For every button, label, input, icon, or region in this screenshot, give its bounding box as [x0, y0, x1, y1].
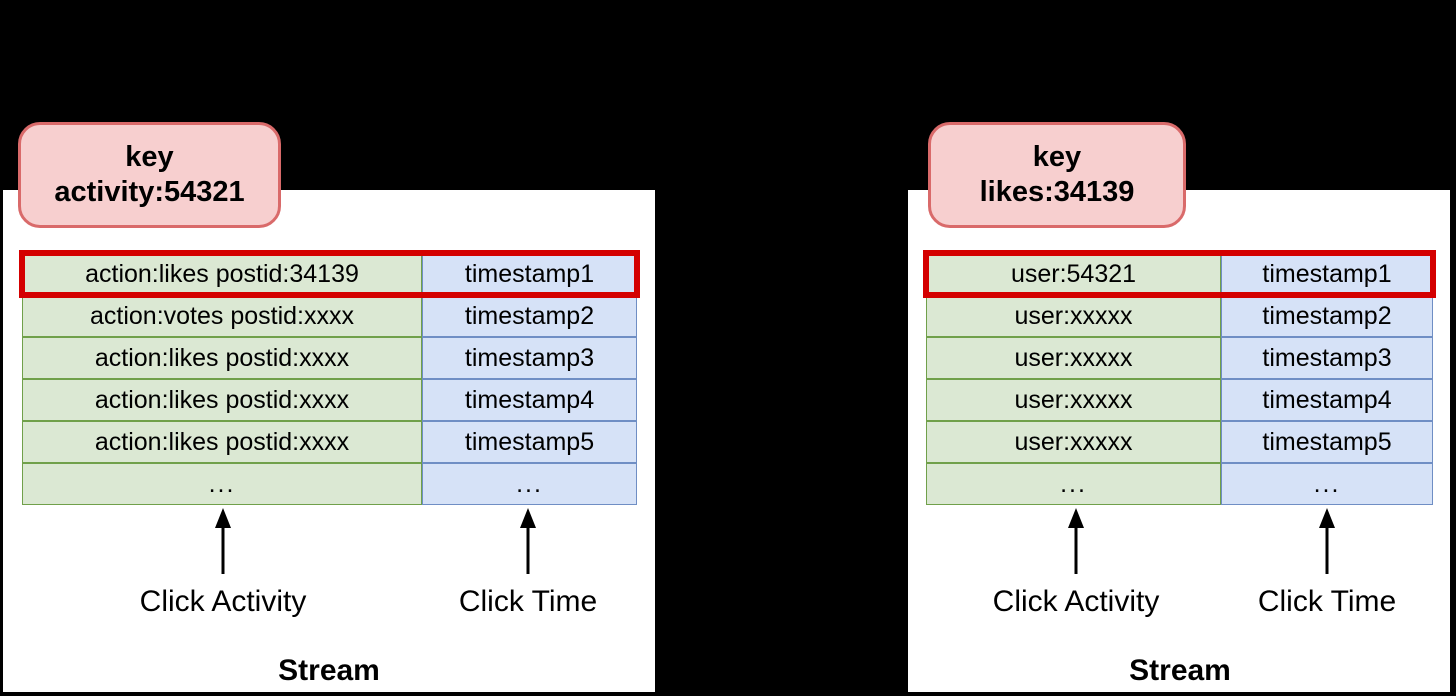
cell-click-activity: ... — [22, 463, 422, 505]
cell-click-time: timestamp1 — [422, 253, 637, 295]
key-badge-label: key — [1032, 140, 1082, 173]
table-row: user:54321 timestamp1 — [923, 250, 1436, 298]
cell-click-activity: action:likes postid:34139 — [22, 253, 422, 295]
cell-click-time: timestamp2 — [1221, 295, 1433, 337]
table-row: ... ... — [22, 463, 637, 505]
cell-click-activity: user:xxxxx — [926, 421, 1221, 463]
cell-click-activity: user:xxxxx — [926, 379, 1221, 421]
cell-click-activity: ... — [926, 463, 1221, 505]
caption-click-time-left: Click Time — [458, 585, 598, 618]
cell-click-activity: user:xxxxx — [926, 337, 1221, 379]
cell-click-time: timestamp2 — [422, 295, 637, 337]
cell-click-time: timestamp3 — [422, 337, 637, 379]
table-row: user:xxxxx timestamp3 — [926, 337, 1433, 379]
cell-click-time: ... — [1221, 463, 1433, 505]
arrow-up-icon-activity-left — [212, 508, 234, 574]
cell-click-activity: user:xxxxx — [926, 295, 1221, 337]
caption-click-time-right: Click Time — [1257, 585, 1397, 618]
table-row: user:xxxxx timestamp5 — [926, 421, 1433, 463]
cell-click-time: timestamp3 — [1221, 337, 1433, 379]
stream-label-right: Stream — [1129, 654, 1231, 687]
cell-click-activity: action:likes postid:xxxx — [22, 421, 422, 463]
key-badge-label: key — [125, 140, 174, 173]
cell-click-time: timestamp4 — [422, 379, 637, 421]
table-row: ... ... — [926, 463, 1433, 505]
table-row: action:likes postid:xxxx timestamp5 — [22, 421, 637, 463]
table-row: action:likes postid:xxxx timestamp4 — [22, 379, 637, 421]
arrow-up-icon-time-right — [1316, 508, 1338, 574]
cell-click-activity: action:votes postid:xxxx — [22, 295, 422, 337]
cell-click-activity: action:likes postid:xxxx — [22, 379, 422, 421]
cell-click-time: ... — [422, 463, 637, 505]
table-row: action:likes postid:xxxx timestamp3 — [22, 337, 637, 379]
cell-click-activity: user:54321 — [926, 253, 1221, 295]
cell-click-time: timestamp5 — [1221, 421, 1433, 463]
cell-click-activity: action:likes postid:xxxx — [22, 337, 422, 379]
arrow-up-icon-activity-right — [1065, 508, 1087, 574]
cell-click-time: timestamp1 — [1221, 253, 1433, 295]
key-badge-value: likes:34139 — [979, 176, 1135, 208]
table-row: action:likes postid:34139 timestamp1 — [19, 250, 640, 298]
stream-label-left: Stream — [278, 654, 380, 687]
key-badge-likes: key likes:34139 — [928, 122, 1186, 228]
table-row: user:xxxxx timestamp4 — [926, 379, 1433, 421]
key-badge-value: activity:54321 — [54, 176, 245, 208]
arrow-up-icon-time-left — [517, 508, 539, 574]
cell-click-time: timestamp4 — [1221, 379, 1433, 421]
caption-click-activity-right: Click Activity — [992, 585, 1160, 618]
cell-click-time: timestamp5 — [422, 421, 637, 463]
caption-click-activity-left: Click Activity — [139, 585, 307, 618]
table-row: user:xxxxx timestamp2 — [926, 295, 1433, 337]
stream-table-activity: action:likes postid:34139 timestamp1 act… — [19, 250, 640, 505]
table-row: action:votes postid:xxxx timestamp2 — [22, 295, 637, 337]
key-badge-activity: key activity:54321 — [18, 122, 281, 228]
stream-table-likes: user:54321 timestamp1 user:xxxxx timesta… — [923, 250, 1436, 505]
